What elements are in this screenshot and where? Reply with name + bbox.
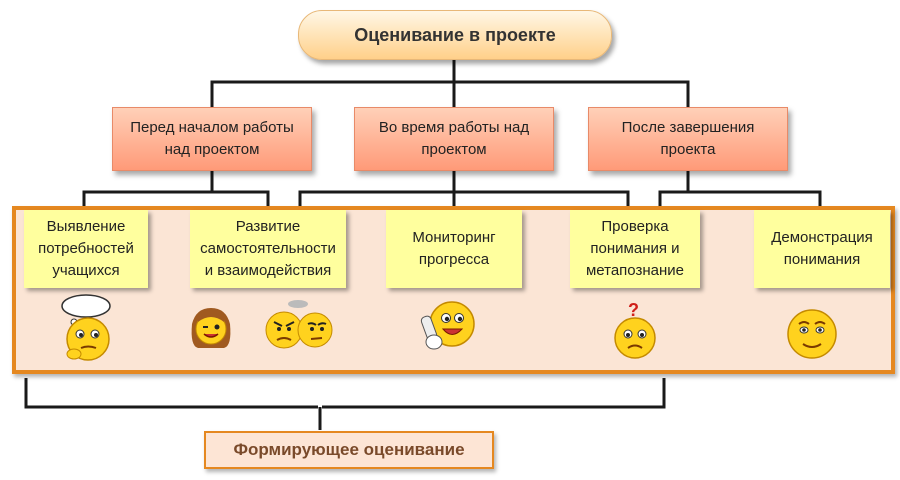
svg-text:?: ? (628, 300, 639, 320)
activity-needs: Выявление потребностей учащихся (24, 210, 148, 288)
activity-independence: Развитие самостоятельности и взаимодейст… (190, 210, 346, 288)
confused-smiley-icon: ? (614, 300, 656, 359)
activity-metacognition: Проверка понимания и метапознание (570, 210, 700, 288)
activity-demonstration: Демонстрация понимания (754, 210, 890, 288)
phone-smiley-icon (420, 301, 475, 350)
connector-stage1-to-activities (82, 171, 270, 210)
connector-root-to-stages (210, 58, 690, 107)
winking-girl-smiley-icon (191, 308, 231, 348)
root-node: Оценивание в проекте (298, 10, 612, 60)
content-smiley-icon (787, 309, 837, 359)
connector-stage3-to-activities (658, 171, 822, 210)
angry-smileys-icon (265, 300, 333, 349)
stage-after: После завершения проекта (588, 107, 788, 171)
formative-bracket (24, 378, 666, 430)
thinking-smiley-icon (61, 294, 111, 361)
connector-stage2-to-activities (298, 171, 630, 210)
stage-during: Во время работы над проектом (354, 107, 554, 171)
activity-monitoring: Мониторинг прогресса (386, 210, 522, 288)
stage-before: Перед началом работы над проектом (112, 107, 312, 171)
formative-assessment-label: Формирующее оценивание (204, 431, 494, 469)
